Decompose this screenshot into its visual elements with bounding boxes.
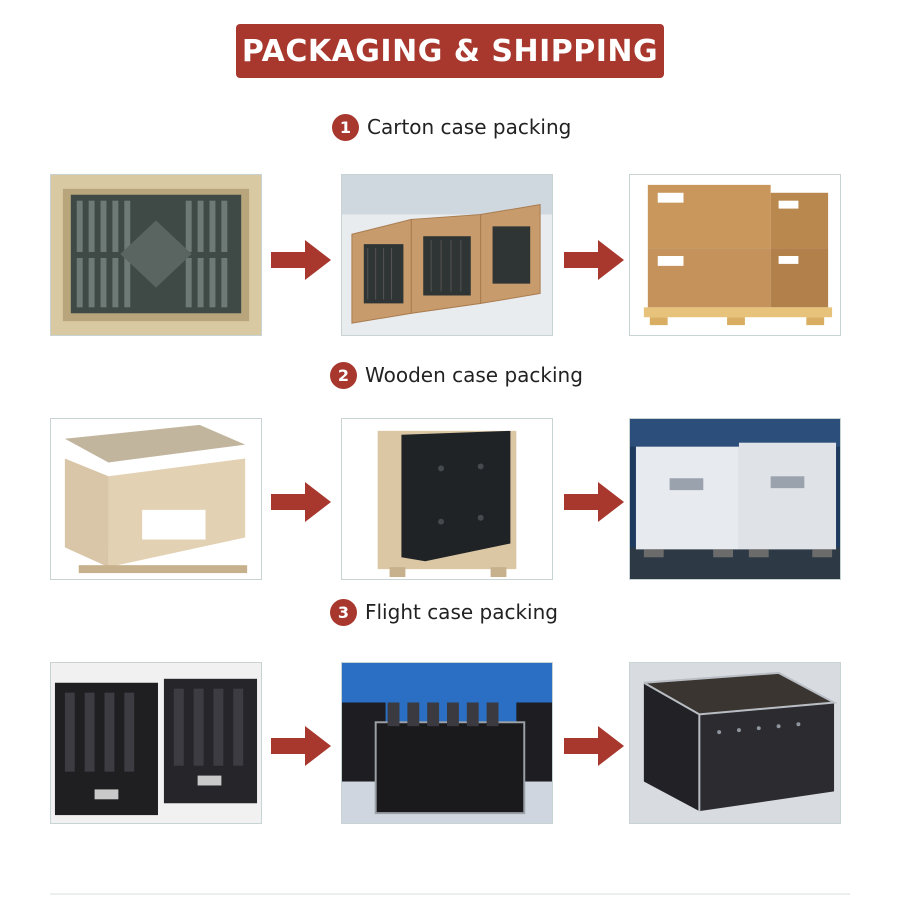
section-header-flight: 3 Flight case packing (330, 595, 558, 629)
photo-finished-wooden-boxes (629, 418, 841, 580)
arrow-right-icon (271, 726, 331, 766)
photo-open-flight-cases (50, 662, 262, 824)
photo-flight-cases-warehouse (629, 662, 841, 824)
photo-crated-cabinet (341, 418, 553, 580)
arrow-right-icon (271, 240, 331, 280)
section-header-carton: 1 Carton case packing (332, 110, 571, 144)
photo-cartons-on-pallet (629, 174, 841, 336)
arrow-right-icon (271, 482, 331, 522)
photo-modules-in-carton (50, 174, 262, 336)
bottom-divider (50, 893, 850, 895)
photo-carton-dividers (341, 174, 553, 336)
page-title: PACKAGING & SHIPPING (236, 24, 664, 78)
step-number-badge: 3 (330, 598, 357, 626)
photo-loaded-flight-case (341, 662, 553, 824)
section-label: Flight case packing (365, 600, 558, 624)
section-label: Carton case packing (367, 115, 572, 139)
section-header-wooden: 2 Wooden case packing (330, 358, 583, 392)
step-number-badge: 2 (330, 361, 357, 389)
arrow-right-icon (564, 240, 624, 280)
section-label: Wooden case packing (365, 363, 583, 387)
arrow-right-icon (564, 482, 624, 522)
step-number-badge: 1 (332, 113, 359, 141)
photo-wooden-crate-assembly (50, 418, 262, 580)
arrow-right-icon (564, 726, 624, 766)
